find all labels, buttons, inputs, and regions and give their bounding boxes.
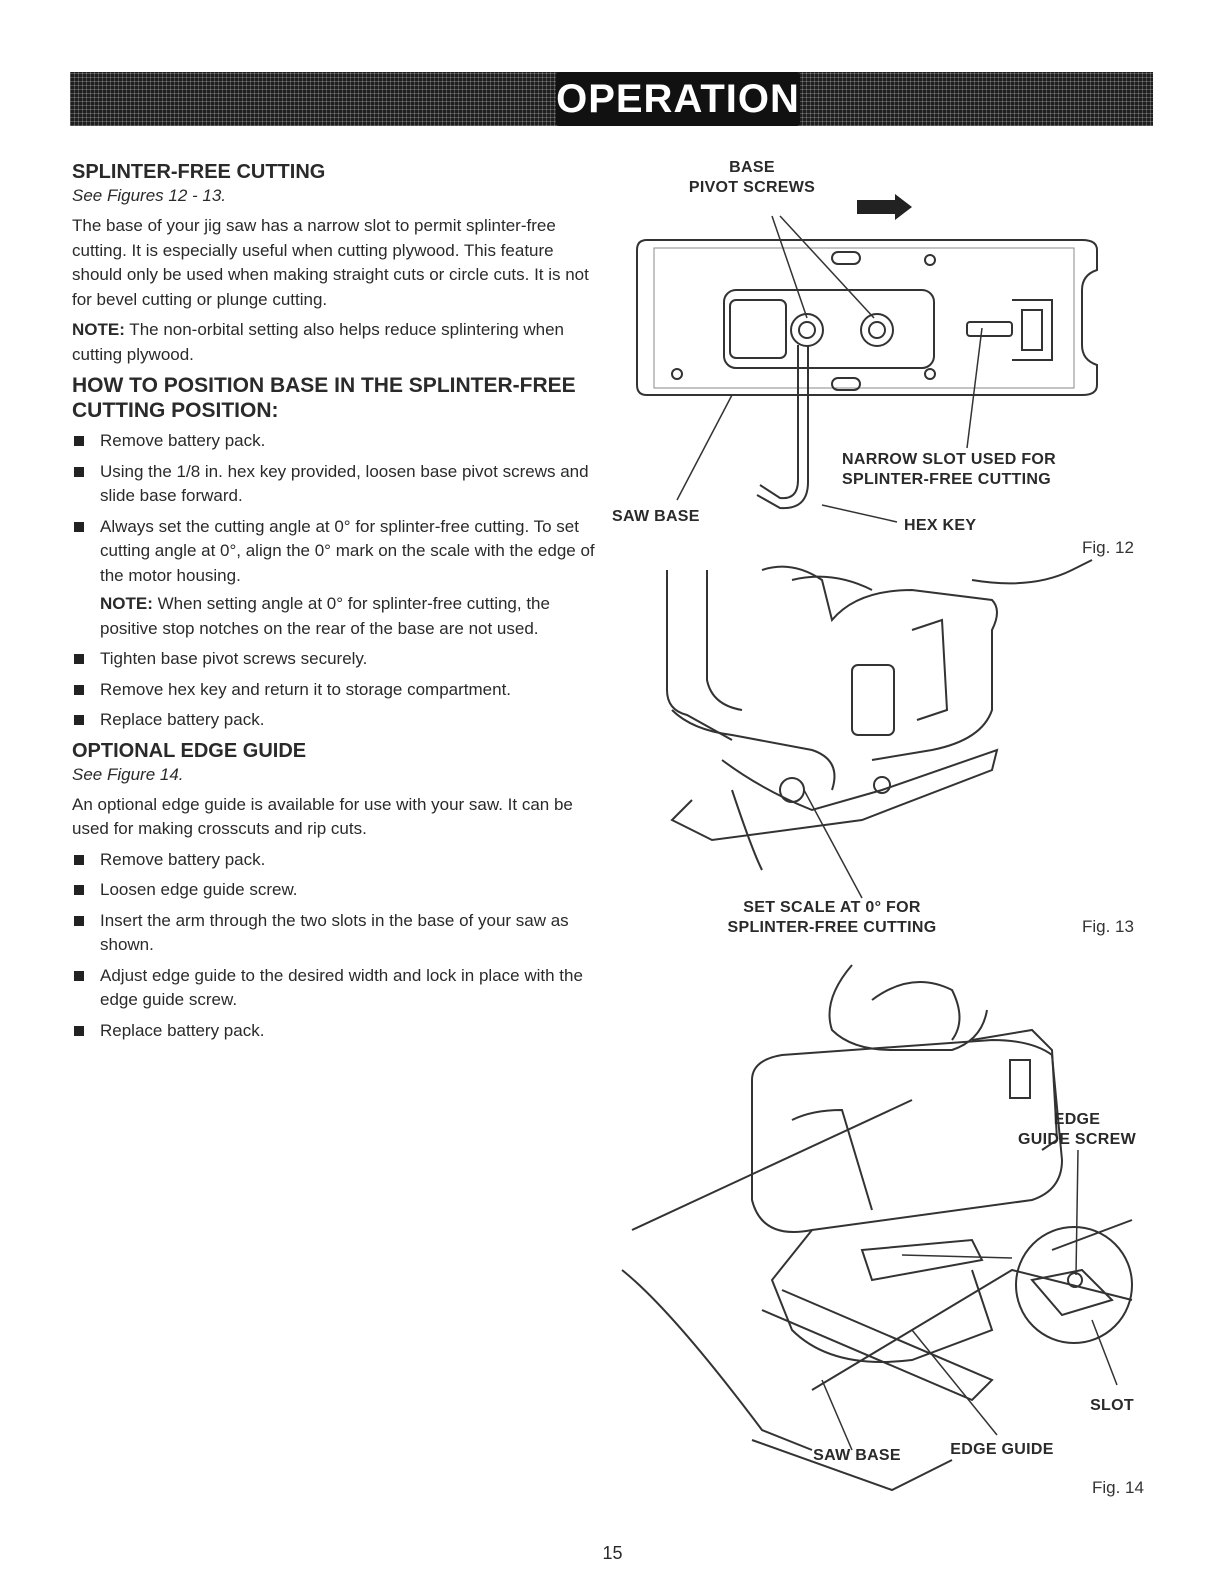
label-set-scale: SET SCALE AT 0° FOR SPLINTER-FREE CUTTIN… xyxy=(727,899,937,936)
list-item: Replace battery pack. xyxy=(72,708,597,733)
figure-number-12: Fig. 12 xyxy=(1082,538,1134,557)
note-text: When setting angle at 0° for splinter-fr… xyxy=(100,594,550,638)
label-base-pivot-screws: BASE PIVOT SCREWS xyxy=(688,159,816,196)
heading-splinter-free: SPLINTER-FREE CUTTING xyxy=(72,161,326,183)
list-item-text: Insert the arm through the two slots in … xyxy=(100,910,569,955)
bullet-icon xyxy=(74,521,84,532)
list-item-text: Replace battery pack. xyxy=(100,710,265,729)
fig12-base-plate xyxy=(636,239,1098,396)
note-text: The non-orbital setting also helps reduc… xyxy=(72,320,565,364)
fig13-leader-line xyxy=(803,789,863,899)
list-item: Insert the arm through the two slots in … xyxy=(72,909,597,958)
label-saw-base-fig14: SAW BASE xyxy=(813,1447,901,1464)
figure-reference: See Figures 12 - 13. xyxy=(72,186,227,205)
bullet-icon xyxy=(74,854,84,865)
bullet-icon xyxy=(74,1025,84,1036)
list-item-text: Remove hex key and return it to storage … xyxy=(100,679,512,699)
label-slot: SLOT xyxy=(1090,1397,1134,1414)
list-item-text: Loosen edge guide screw. xyxy=(100,880,298,899)
figures-column: BASE PIVOT SCREWS NARROW SLOT USED FOR S… xyxy=(612,150,1152,1510)
note-angle: NOTE: When setting angle at 0° for splin… xyxy=(100,592,597,641)
list-item-text: Remove battery pack. xyxy=(100,849,266,869)
fig14-leader-lines xyxy=(821,1149,1118,1451)
label-narrow-slot: NARROW SLOT USED FOR SPLINTER-FREE CUTTI… xyxy=(842,451,1056,488)
list-item-text: Replace battery pack. xyxy=(100,1020,265,1040)
list-item: Remove hex key and return it to storage … xyxy=(72,678,597,703)
note-orbital: NOTE: The non-orbital setting also helps… xyxy=(72,318,597,367)
list-item-text: Using the 1/8 in. hex key provided, loos… xyxy=(100,461,589,506)
fig14-jig-saw xyxy=(621,964,1133,1492)
hex-key-icon xyxy=(756,345,809,510)
list-item-text: Adjust edge guide to the desired width a… xyxy=(100,965,583,1010)
list-item: Replace battery pack. xyxy=(72,1019,597,1044)
fig13-jig-saw xyxy=(666,559,1093,871)
position-steps: Remove battery pack. Using the 1/8 in. h… xyxy=(72,429,597,733)
list-item-text: Tighten base pivot screws securely. xyxy=(100,649,368,668)
note-label: NOTE: xyxy=(72,320,125,339)
list-item: Using the 1/8 in. hex key provided, loos… xyxy=(72,460,597,509)
label-edge-guide: EDGE GUIDE xyxy=(950,1441,1054,1458)
bullet-icon xyxy=(74,970,84,981)
label-saw-base: SAW BASE xyxy=(612,508,700,525)
bullet-icon xyxy=(74,654,84,664)
bullet-icon xyxy=(74,684,84,695)
banner-title-box: OPERATION xyxy=(556,72,800,126)
figure-illustrations xyxy=(621,194,1133,1492)
list-item: Loosen edge guide screw. xyxy=(72,878,597,903)
bullet-icon xyxy=(74,915,84,926)
bullet-icon xyxy=(74,885,84,895)
paragraph-edge-guide: An optional edge guide is available for … xyxy=(72,794,573,839)
heading-position-base: HOW TO POSITION BASE IN THE SPLINTER-FRE… xyxy=(72,374,576,422)
fig14-detail-circle xyxy=(1015,1226,1133,1344)
text-column: SPLINTER-FREE CUTTING See Figures 12 - 1… xyxy=(72,160,597,1049)
list-item: Adjust edge guide to the desired width a… xyxy=(72,964,597,1013)
fig12-direction-arrow-icon xyxy=(857,194,912,220)
heading-edge-guide: OPTIONAL EDGE GUIDE xyxy=(72,739,307,762)
bullet-icon xyxy=(74,466,84,477)
label-edge-guide-screw: EDGE GUIDE SCREW xyxy=(1018,1111,1136,1148)
page-title: OPERATION xyxy=(556,76,800,121)
edge-guide-steps: Remove battery pack. Loosen edge guide s… xyxy=(72,848,597,1044)
list-item: Remove battery pack. xyxy=(72,429,597,454)
bullet-icon xyxy=(74,715,84,725)
figure-reference: See Figure 14. xyxy=(72,764,184,784)
figure-number-14: Fig. 14 xyxy=(1092,1478,1144,1497)
list-item: Tighten base pivot screws securely. xyxy=(72,647,597,672)
section-banner: OPERATION xyxy=(70,72,1153,126)
list-item: Always set the cutting angle at 0° for s… xyxy=(72,515,597,642)
page-number: 15 xyxy=(602,1543,623,1563)
figure-number-13: Fig. 13 xyxy=(1082,917,1134,936)
list-item-text: Always set the cutting angle at 0° for s… xyxy=(100,516,595,585)
note-label: NOTE: xyxy=(100,594,153,613)
label-hex-key: HEX KEY xyxy=(904,517,977,534)
list-item: Remove battery pack. xyxy=(72,848,597,873)
fig12-leader-lines xyxy=(676,215,983,523)
list-item-text: Remove battery pack. xyxy=(100,431,266,450)
bullet-icon xyxy=(74,436,84,446)
paragraph-splinter: The base of your jig saw has a narrow sl… xyxy=(72,216,589,309)
